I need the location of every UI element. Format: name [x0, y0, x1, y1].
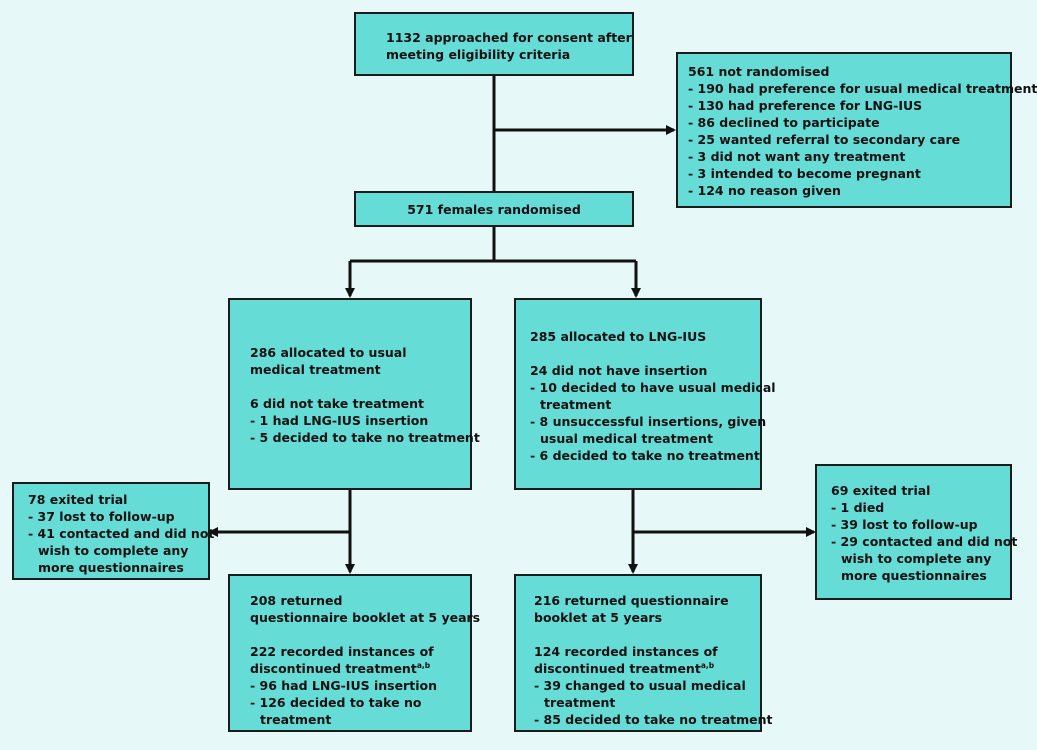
footnote-marker: a,b — [416, 661, 431, 670]
footnote-marker: a,b — [700, 661, 715, 670]
usual-returned-box: 208 returned questionnaire booklet at 5 … — [228, 574, 481, 732]
lng-returned-item-cont: treatment — [544, 695, 616, 710]
lng-allocated-item: - 10 decided to have usual medical — [530, 380, 776, 395]
usual-returned-line-3: 222 recorded instances of — [250, 644, 434, 659]
lng-returned-line-1: 216 returned questionnaire — [534, 593, 729, 608]
lng-returned-item: - 85 decided to take no treatment — [534, 712, 773, 727]
usual-allocated-item: - 5 decided to take no treatment — [250, 430, 480, 445]
randomised-text: 571 females randomised — [407, 202, 581, 217]
lng-returned-line-4: discontinued treatment — [534, 661, 701, 676]
usual-returned-line-1: 208 returned — [250, 593, 343, 608]
left-exit-item-cont: wish to complete any — [38, 543, 189, 558]
not-randomised-item: - 190 had preference for usual medical t… — [688, 81, 1037, 96]
not-randomised-heading: 561 not randomised — [688, 64, 830, 79]
not-randomised-item: - 86 declined to participate — [688, 115, 880, 130]
usual-allocated-item: - 1 had LNG-IUS insertion — [250, 413, 429, 428]
not-randomised-item: - 3 intended to become pregnant — [688, 166, 921, 181]
right-exit-box: 69 exited trial - 1 died - 39 lost to fo… — [815, 464, 1018, 600]
not-randomised-box: 561 not randomised - 190 had preference … — [676, 52, 1037, 208]
right-exit-item-cont: wish to complete any — [841, 551, 992, 566]
left-exit-item-cont: more questionnaires — [38, 560, 184, 575]
left-exit-item: - 41 contacted and did not — [28, 526, 215, 541]
randomised-box: 571 females randomised — [354, 191, 634, 227]
approached-line-1: 1132 approached for consent after — [386, 30, 632, 45]
not-randomised-item: - 3 did not want any treatment — [688, 149, 906, 164]
usual-returned-line-2: questionnaire booklet at 5 years — [250, 610, 481, 625]
lng-allocated-item-cont: usual medical treatment — [540, 431, 713, 446]
lng-allocated-item-cont: treatment — [540, 397, 612, 412]
not-randomised-item: - 130 had preference for LNG-IUS — [688, 98, 923, 113]
usual-allocated-subheading: 6 did not take treatment — [250, 396, 425, 411]
not-randomised-item: - 124 no reason given — [688, 183, 841, 198]
usual-returned-line-4: discontinued treatment — [250, 661, 417, 676]
lng-allocated-subheading: 24 did not have insertion — [530, 363, 708, 378]
usual-returned-item-cont: treatment — [260, 712, 332, 727]
lng-returned-line-2: booklet at 5 years — [534, 610, 663, 625]
not-randomised-item: - 25 wanted referral to secondary care — [688, 132, 961, 147]
right-exit-item: - 29 contacted and did not — [831, 534, 1018, 549]
lng-returned-item: - 39 changed to usual medical — [534, 678, 746, 693]
usual-allocated-box: 286 allocated to usual medical treatment… — [228, 298, 480, 490]
usual-allocated-line-2: medical treatment — [250, 362, 381, 377]
lng-allocated-box: 285 allocated to LNG-IUS 24 did not have… — [514, 298, 776, 490]
approached-line-2: meeting eligibility criteria — [386, 47, 571, 62]
usual-returned-item: - 126 decided to take no — [250, 695, 422, 710]
lng-allocated-line-1: 285 allocated to LNG-IUS — [530, 329, 707, 344]
right-exit-item: - 39 lost to follow-up — [831, 517, 978, 532]
usual-allocated-line-1: 286 allocated to usual — [250, 345, 407, 360]
usual-returned-item: - 96 had LNG-IUS insertion — [250, 678, 437, 693]
approached-box: 1132 approached for consent after meetin… — [354, 12, 634, 76]
lng-allocated-item: - 6 decided to take no treatment — [530, 448, 760, 463]
right-exit-item: - 1 died — [831, 500, 885, 515]
left-exit-heading: 78 exited trial — [28, 492, 128, 507]
lng-returned-box: 216 returned questionnaire booklet at 5 … — [514, 574, 773, 732]
lng-returned-line-3: 124 recorded instances of — [534, 644, 718, 659]
lng-allocated-item: - 8 unsuccessful insertions, given — [530, 414, 767, 429]
right-exit-item-cont: more questionnaires — [841, 568, 987, 583]
right-exit-heading: 69 exited trial — [831, 483, 931, 498]
left-exit-box: 78 exited trial - 37 lost to follow-up -… — [12, 482, 215, 580]
left-exit-item: - 37 lost to follow-up — [28, 509, 175, 524]
